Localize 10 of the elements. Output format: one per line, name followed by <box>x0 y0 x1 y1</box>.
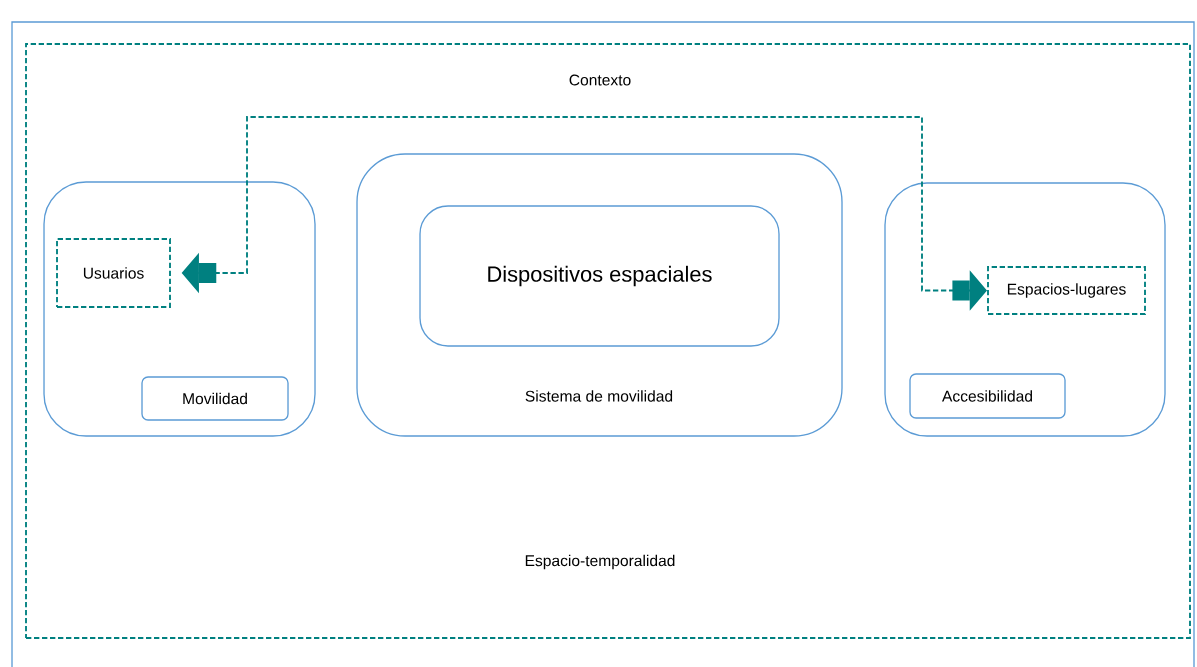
dashed-box: Espacios-lugares <box>987 266 1146 315</box>
rounded-box: Movilidad <box>141 376 289 421</box>
heading-label: Contexto <box>569 74 631 86</box>
heading-label: Sistema de movilidad <box>525 390 673 402</box>
rounded-box <box>884 182 1166 437</box>
dashed-box: Usuarios <box>56 238 171 308</box>
rounded-box <box>43 181 316 437</box>
rounded-box: Dispositivos espaciales <box>419 205 780 347</box>
rounded-box: Accesibilidad <box>909 373 1066 419</box>
box-label: Espacio-temporalidad <box>525 554 675 570</box>
